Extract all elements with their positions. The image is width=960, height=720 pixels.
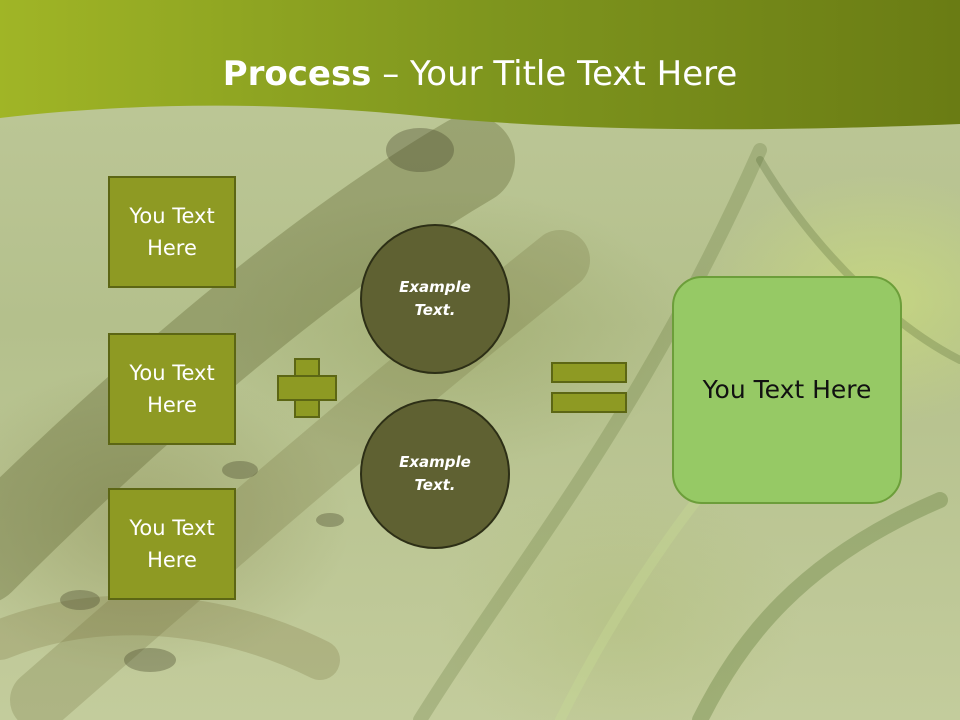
input-box-2: You Text Here — [108, 333, 236, 445]
example-circle-label: Example Text. — [399, 278, 471, 319]
result-label: You Text Here — [702, 375, 872, 404]
example-circle-2: Example Text. — [360, 399, 510, 549]
input-box-1: You Text Here — [108, 176, 236, 288]
equals-bottom-bar — [551, 392, 627, 413]
input-box-label: You Text Here — [129, 516, 215, 572]
plus-center — [296, 377, 318, 399]
result-box: You Text Here — [672, 276, 902, 504]
page-title: Process – Your Title Text Here — [0, 52, 960, 96]
header-banner — [0, 0, 960, 130]
input-box-3: You Text Here — [108, 488, 236, 600]
example-circle-1: Example Text. — [360, 224, 510, 374]
title-bold: Process — [222, 54, 372, 94]
equals-top-bar — [551, 362, 627, 383]
input-box-label: You Text Here — [129, 204, 215, 260]
example-circle-label: Example Text. — [399, 453, 471, 494]
title-rest: – Your Title Text Here — [371, 54, 738, 94]
input-box-label: You Text Here — [129, 361, 215, 417]
